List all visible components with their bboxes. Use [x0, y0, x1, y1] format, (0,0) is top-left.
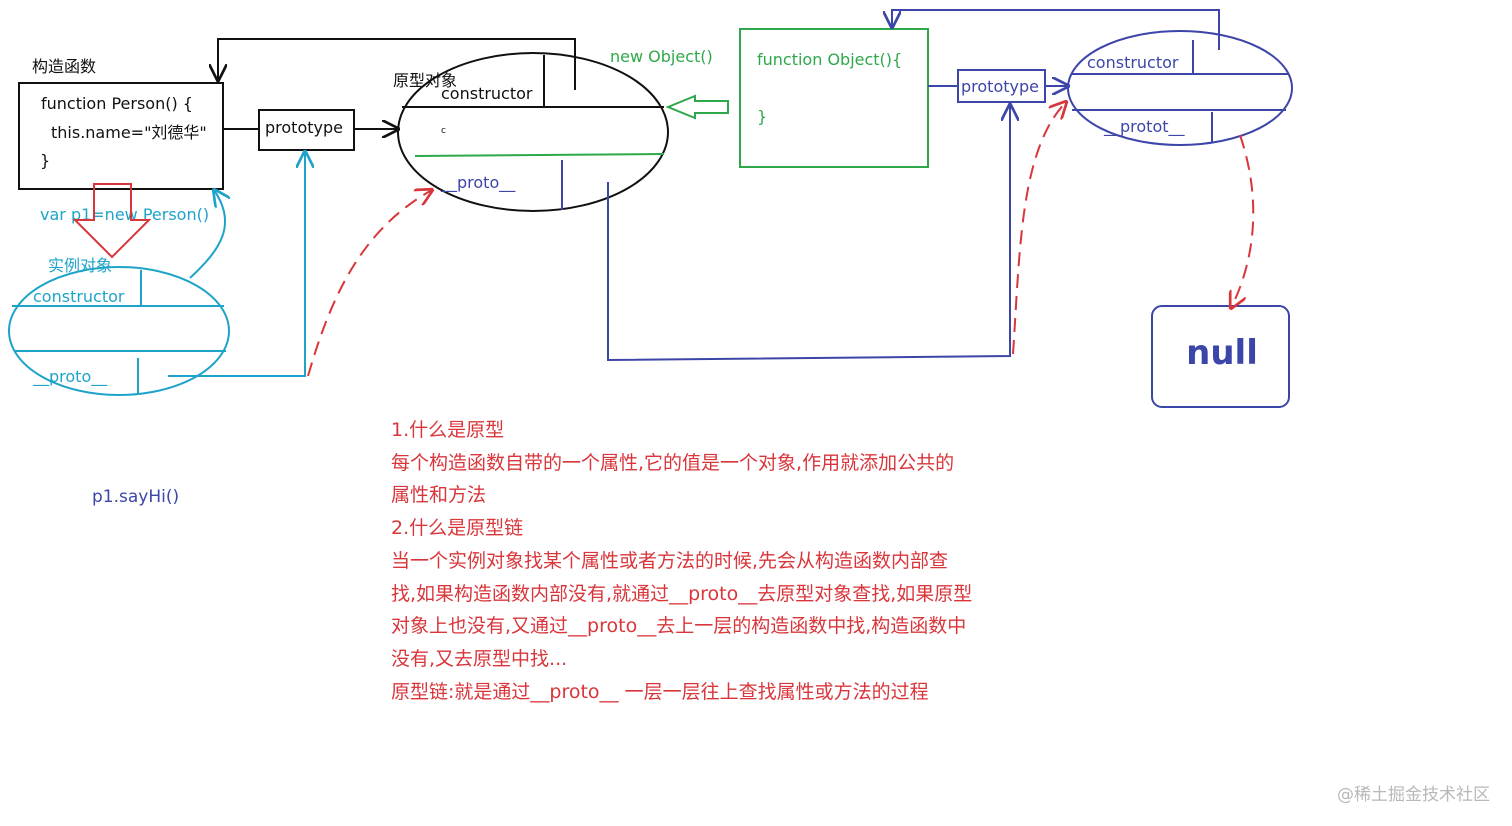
constructor-code-line-3: }: [40, 151, 50, 170]
prototype-object-proto: __proto__: [440, 173, 516, 193]
call-label: p1.sayHi(): [92, 487, 180, 507]
notes-line: 当一个实例对象找某个属性或者方法的时候,先会从构造函数内部查: [391, 549, 949, 572]
instance-code: var p1=new Person(): [40, 205, 209, 224]
object-function-box: [739, 28, 929, 168]
instance-ellipse: [8, 266, 230, 396]
chain-arrow-object-prototype-to-null: [1231, 134, 1255, 308]
constructor-back-arrow: [218, 38, 576, 90]
constructor-code-line-2: this.name="刘德华": [51, 123, 207, 142]
object-function-line-1: function Object(){: [757, 50, 902, 69]
constructor-box: [18, 82, 224, 190]
prototype-label-1: prototype: [265, 118, 343, 137]
instance-proto-to-prototype-line: [168, 152, 305, 377]
object-function-line-2: }: [757, 107, 767, 126]
new-instance-hollow-arrow: [72, 183, 152, 259]
constructor-code-line-1: function Person() {: [41, 94, 193, 113]
object-prototype-ellipse: [1067, 30, 1293, 146]
notes-line: 属性和方法: [391, 484, 487, 507]
notes-line: 2.什么是原型链: [391, 517, 524, 540]
notes-line: 没有,又去原型中找...: [391, 647, 568, 670]
null-box: [1151, 305, 1290, 408]
prototype-object-constructor: constructor: [441, 84, 533, 103]
prototype-object-title: 原型对象: [393, 71, 457, 90]
prototype-label-2: prototype: [961, 77, 1039, 96]
watermark: @稀土掘金技术社区: [1337, 785, 1490, 805]
prototype-object-stray-mark: c: [441, 126, 446, 136]
instance-proto: __proto__: [32, 367, 108, 387]
object-constructor-back-arrow: [892, 9, 1220, 50]
object-prototype-proto: __protot__: [1103, 117, 1186, 137]
notes-line: 对象上也没有,又通过__proto__去上一层的构造函数中找,构造函数中: [391, 615, 967, 638]
notes-line: 每个构造函数自带的一个属性,它的值是一个对象,作用就添加公共的: [391, 451, 955, 474]
proto-to-object-prototype-line: [607, 105, 1010, 362]
prototype-object-divider-2: [414, 153, 665, 157]
chain-arrow-instance-to-prototype: [307, 190, 432, 377]
null-label: null: [1186, 333, 1258, 373]
instance-title: 实例对象: [48, 256, 112, 275]
chain-arrow-prototype-to-object-prototype: [1012, 102, 1066, 355]
notes-line: 1.什么是原型: [391, 419, 505, 441]
notes-line: 找,如果构造函数内部没有,就通过__proto__去原型对象查找,如果原型: [391, 582, 973, 605]
constructor-title: 构造函数: [32, 57, 96, 76]
prototype-object-ellipse: [397, 52, 669, 212]
notes-line: 原型链:就是通过__proto__ 一层一层往上查找属性或方法的过程: [391, 680, 929, 703]
instance-constructor-back-arrow: [189, 190, 225, 279]
instance-constructor: constructor: [33, 287, 125, 306]
object-prototype-constructor: constructor: [1087, 53, 1179, 72]
notes-block: 1.什么是原型 每个构造函数自带的一个属性,它的值是一个对象,作用就添加公共的 …: [391, 414, 1031, 708]
new-object-label: new Object(): [610, 47, 713, 66]
new-object-hollow-arrow: [665, 94, 729, 120]
